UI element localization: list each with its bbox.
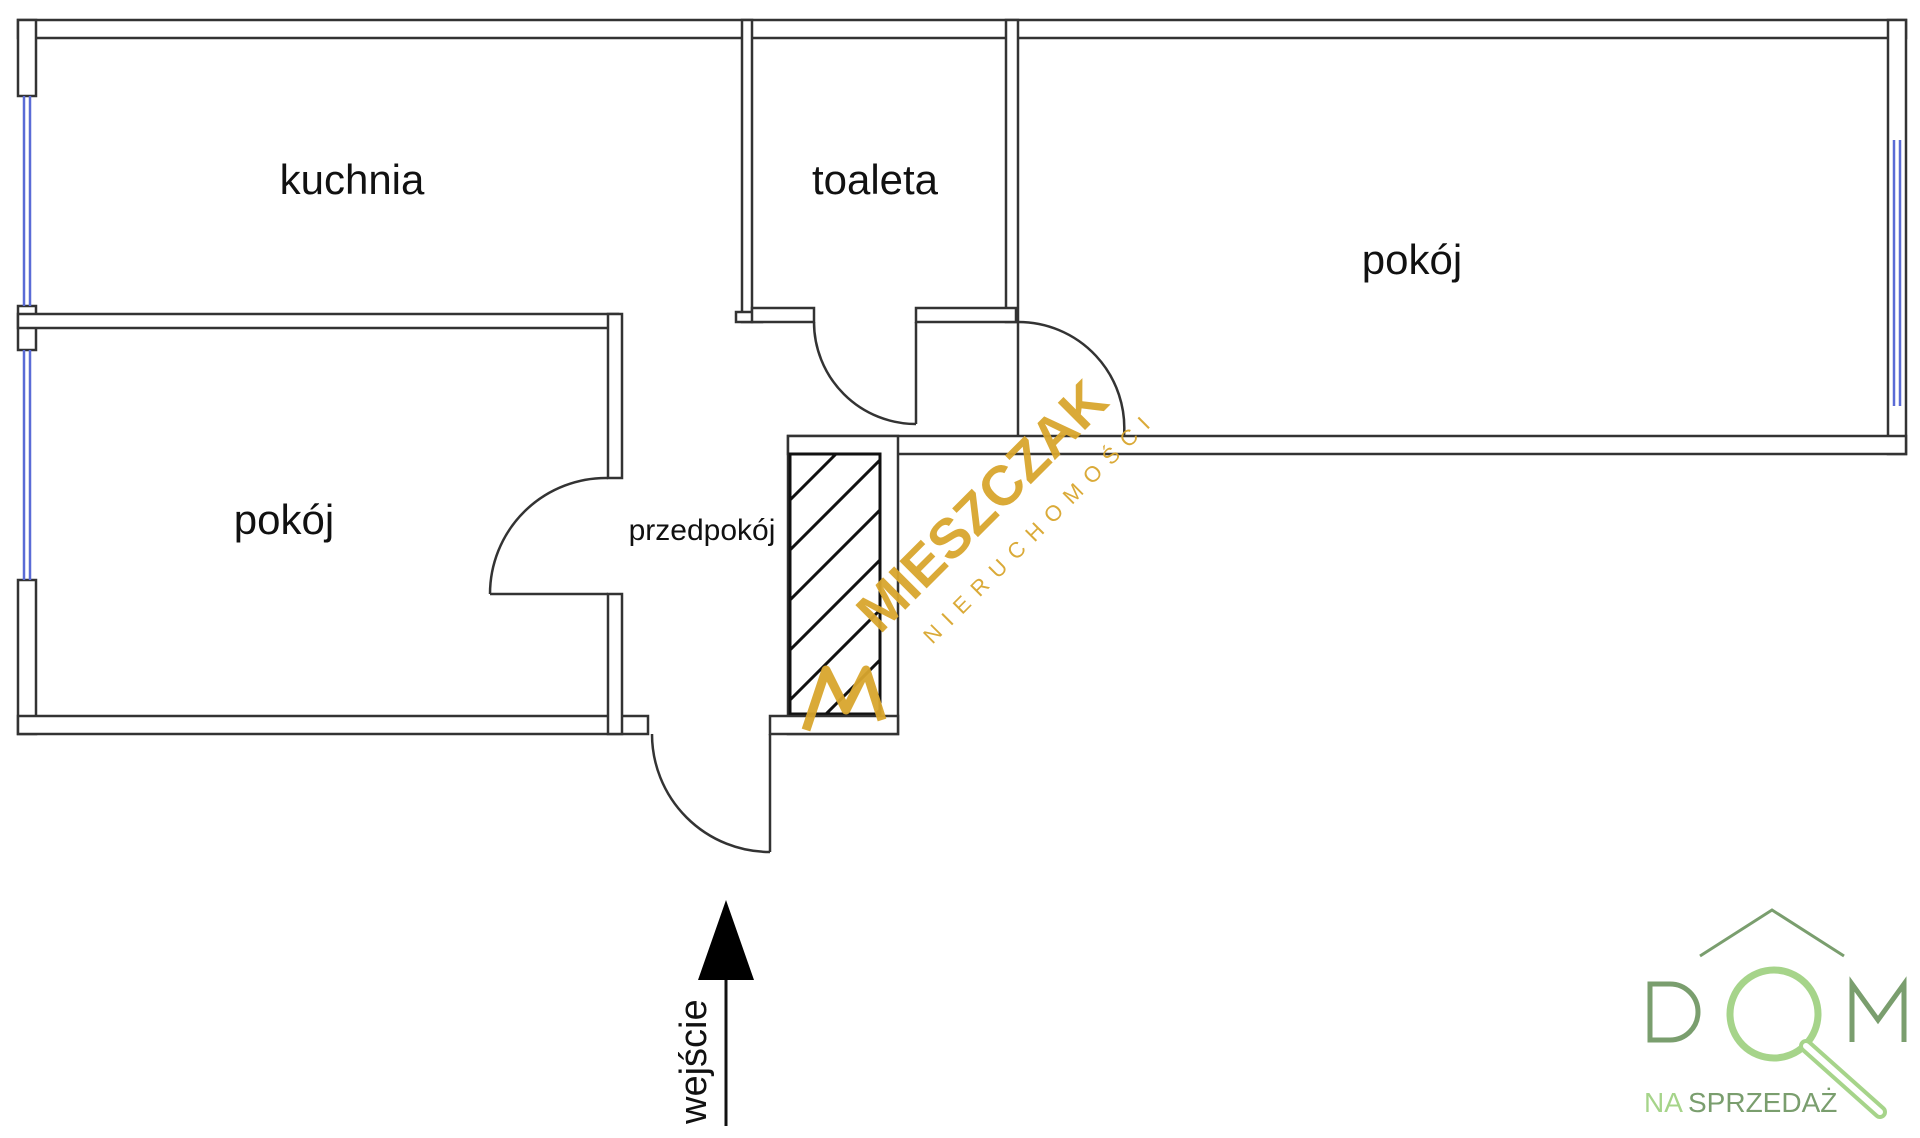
logo-tag-a: NA — [1644, 1087, 1683, 1118]
entrance-arrow — [698, 900, 754, 1126]
dom-logo: NA SPRZEDAŻ — [1644, 908, 1907, 1119]
kitchen-label: kuchnia — [280, 156, 425, 203]
toilet-label: toaleta — [812, 156, 939, 203]
right-room-label: pokój — [1362, 236, 1462, 283]
walls — [16, 18, 1908, 736]
watermark-monogram — [801, 665, 887, 732]
logo-tag-b: SPRZEDAŻ — [1688, 1087, 1837, 1118]
doors — [488, 320, 1126, 854]
entrance-label: wejście — [673, 999, 715, 1125]
hall-label: przedpokój — [629, 514, 776, 547]
left-room-label: pokój — [234, 496, 334, 543]
windows — [22, 96, 1902, 580]
